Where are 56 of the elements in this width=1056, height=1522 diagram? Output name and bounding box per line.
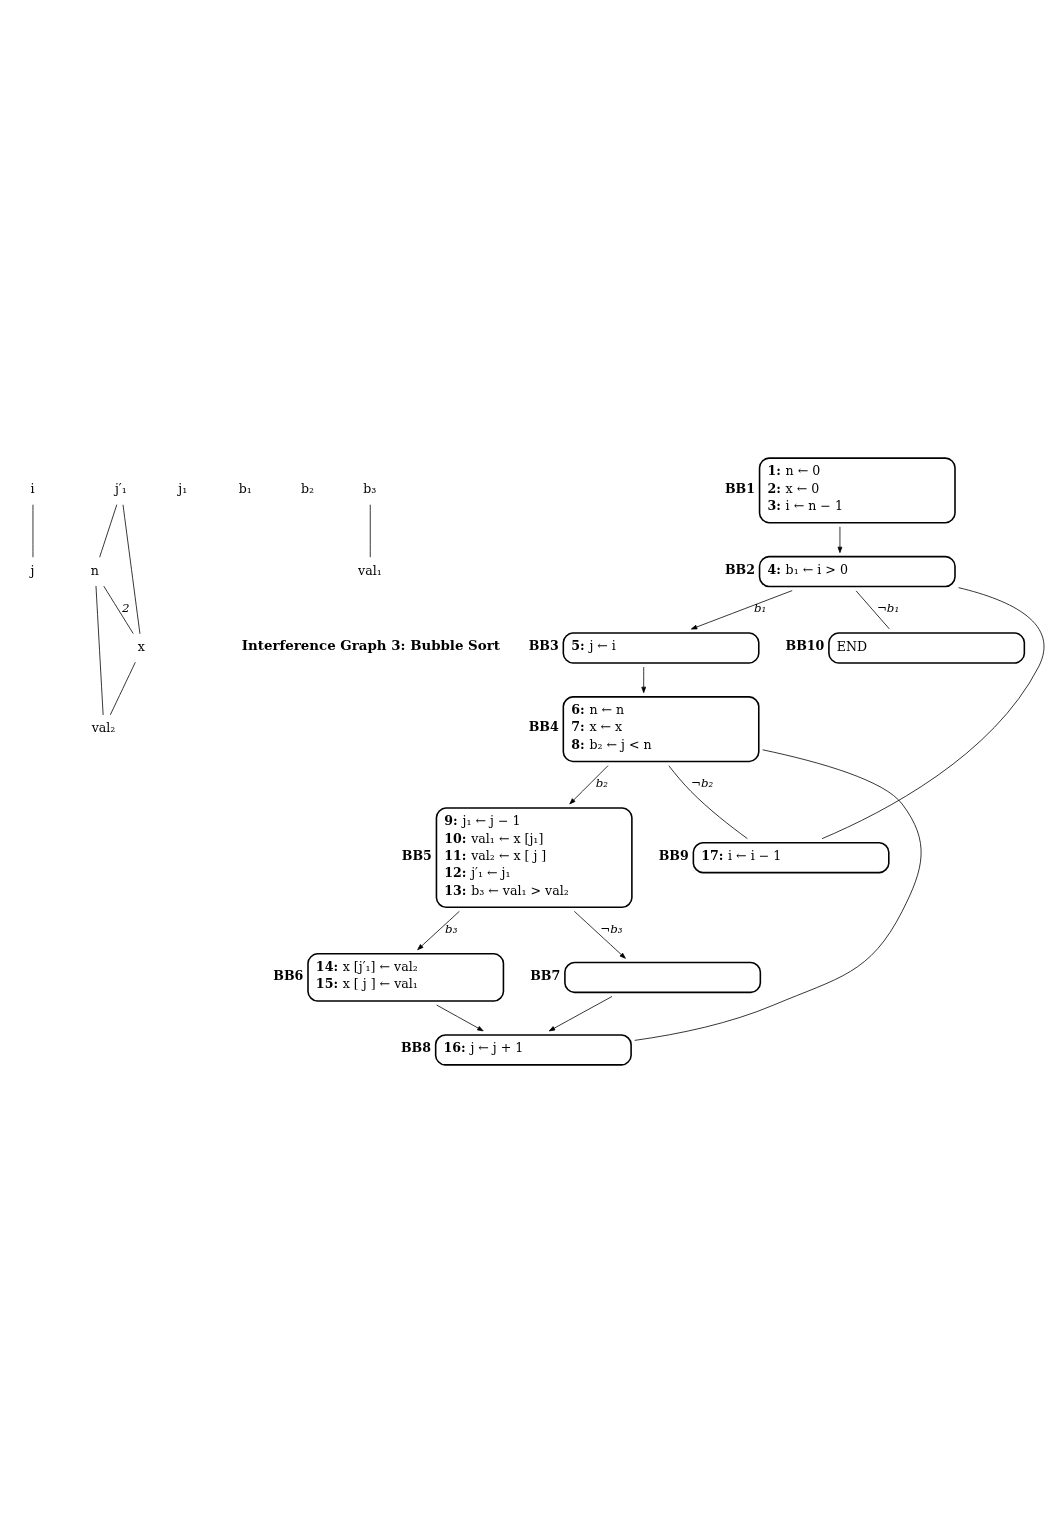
node-text: j₁ <box>178 480 188 496</box>
node-label: BB2 <box>724 561 755 577</box>
edge-label: 2 <box>122 600 130 615</box>
node-text: x <box>137 638 145 654</box>
node-box: 17: i ← i − 1 <box>692 841 890 873</box>
arrow <box>548 995 613 1031</box>
connector <box>122 503 141 634</box>
node-label: BB3 <box>528 637 559 653</box>
node-box: 1: n ← 0 2: x ← 0 3: i ← n − 1 <box>758 456 956 523</box>
node-text: b₃ <box>363 480 377 496</box>
connector <box>99 503 118 558</box>
arrow <box>573 910 626 959</box>
node-label: BB6 <box>273 967 304 983</box>
node-box: 6: n ← n 7: x ← x 8: b₂ ← j < n <box>562 695 760 762</box>
node-label: BB7 <box>530 967 561 983</box>
arrow <box>569 764 609 804</box>
connector <box>821 586 1045 839</box>
node-box: 5: j ← i <box>562 631 760 664</box>
node-box: END <box>828 631 1026 664</box>
edge-label: ¬b₂ <box>691 775 714 790</box>
node-box <box>564 961 762 993</box>
node-label: BB8 <box>400 1039 432 1055</box>
node-text: i <box>30 480 35 496</box>
arrow <box>436 1004 484 1031</box>
node-box: 9: j₁ ← j − 1 10: val₁ ← x [j₁] 11: val₂ ← x [ j ] 12: j′₁ ← j₁ 13: b₃ ← val₁ > val₂ <box>435 806 633 908</box>
edge-label: b₃ <box>445 921 458 936</box>
connector <box>668 764 748 839</box>
edge-label: ¬b₃ <box>600 921 623 936</box>
connector <box>855 589 890 629</box>
connector <box>634 748 922 1041</box>
node-text: n <box>90 562 100 578</box>
node-label: BB10 <box>785 637 825 653</box>
node-text: j <box>30 562 35 578</box>
arrow <box>690 589 793 629</box>
node-label: BB4 <box>528 718 559 734</box>
node-text: val₂ <box>91 719 116 735</box>
node-label: BB5 <box>401 847 432 863</box>
arrow <box>641 666 647 693</box>
connector <box>103 585 134 634</box>
node-box: 4: b₁ ← i > 0 <box>758 555 956 587</box>
connector <box>95 585 104 715</box>
node-text: b₂ <box>300 480 315 496</box>
node-text: val₁ <box>358 562 382 578</box>
node-label: BB1 <box>724 480 755 496</box>
edge-label: b₂ <box>595 775 608 790</box>
node-box: 16: j ← j + 1 <box>434 1033 632 1066</box>
node-text: j′₁ <box>114 480 127 496</box>
arrow <box>837 525 843 553</box>
edge-label: ¬b₁ <box>876 600 900 615</box>
node-text: b₁ <box>238 480 252 496</box>
node-label: BB9 <box>658 847 689 863</box>
connector <box>109 661 136 715</box>
edge-label: b₁ <box>754 600 767 615</box>
label: Interference Graph 3: Bubble Sort <box>241 636 500 653</box>
arrow <box>417 910 460 950</box>
node-box: 14: x [j′₁] ← val₂ 15: x [ j ] ← val₁ <box>307 952 505 1002</box>
